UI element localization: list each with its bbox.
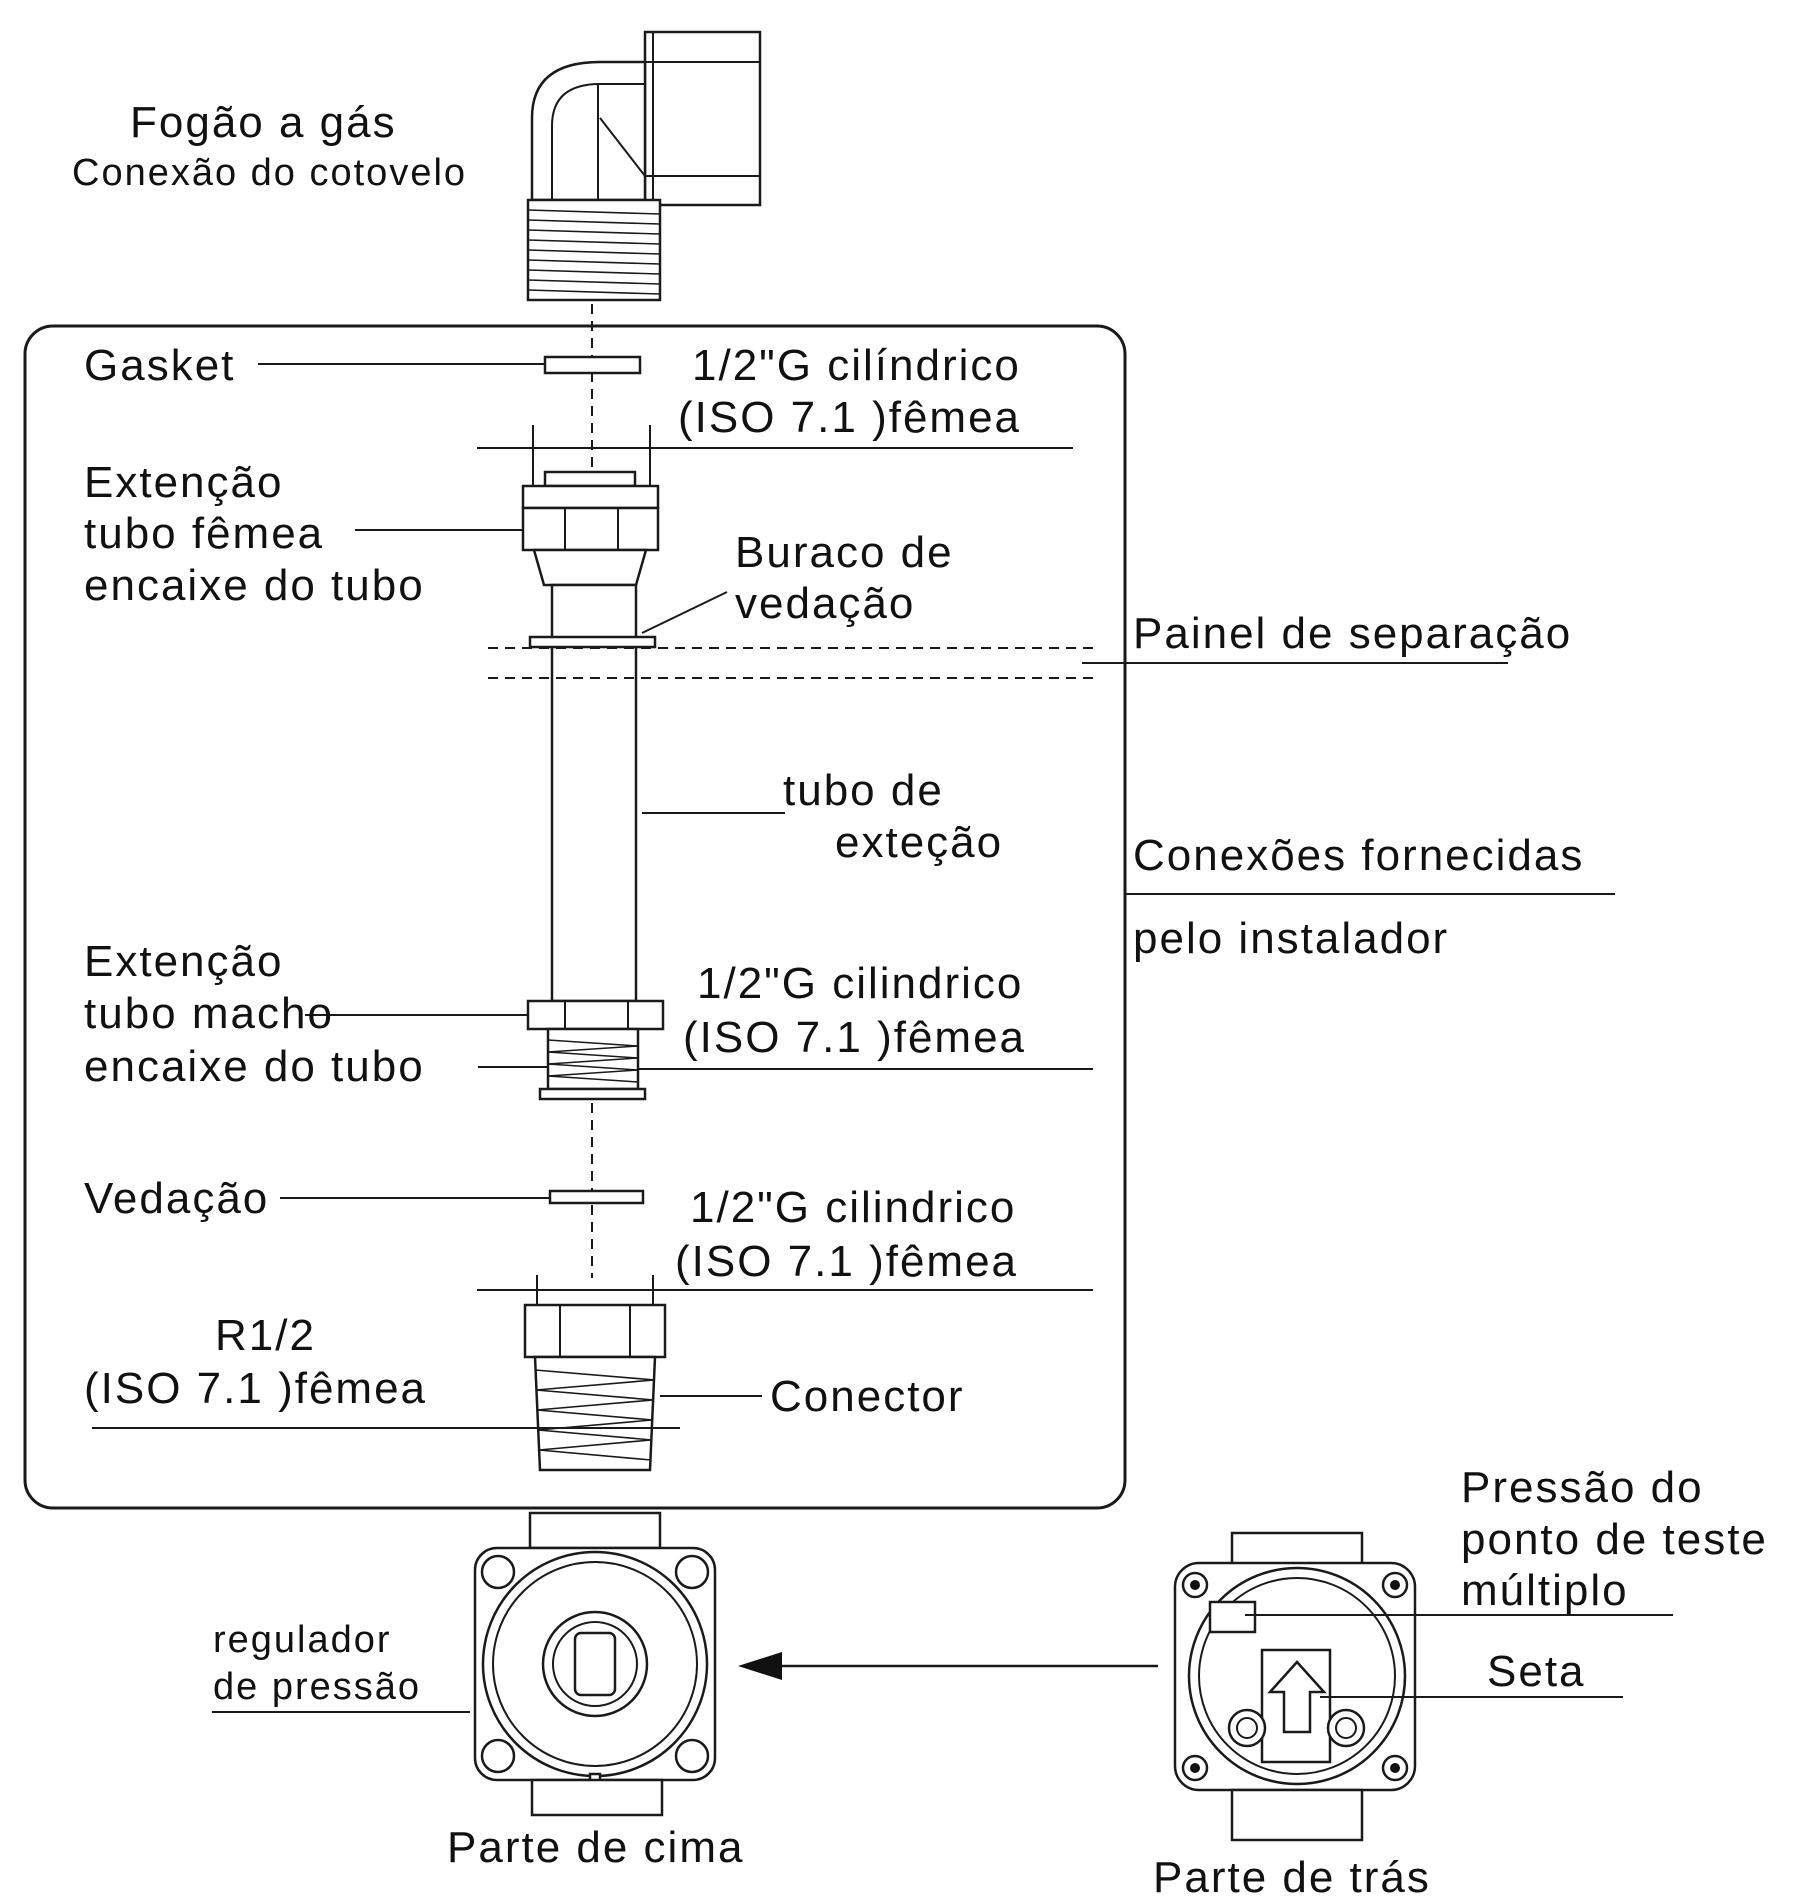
female-fit-label-3: encaixe do tubo [84, 561, 425, 610]
top-view-label: Parte de cima [447, 1823, 744, 1872]
thread-spec-3-line2: (ISO 7.1 )fêmea [675, 1237, 1018, 1286]
male-fit-label-2: tubo macho [84, 989, 334, 1038]
elbow-connection [526, 30, 762, 302]
regulator-top-view [473, 1511, 717, 1817]
seal-hole-label-1: Buraco de [735, 528, 954, 577]
gasket [543, 355, 642, 375]
r12-label-1: R1/2 [215, 1311, 316, 1360]
panel-label: Painel de separação [1133, 609, 1572, 658]
regulator-label-1: regulador [213, 1619, 392, 1661]
supplied-label-2: pelo instalador [1133, 914, 1449, 963]
female-fit-label-2: tubo fêmea [84, 509, 324, 558]
regulator-back-view [1173, 1531, 1417, 1842]
ext-tube-label-2: exteção [835, 818, 1003, 867]
thread-spec-3-line1: 1/2"G cilindrico [690, 1183, 1016, 1232]
thread-spec-1-line1: 1/2"G cilíndrico [692, 341, 1021, 390]
regulator-label-2: de pressão [213, 1666, 421, 1708]
thread-spec-1-line2: (ISO 7.1 )fêmea [678, 393, 1021, 442]
installer-supplied-box [23, 324, 1127, 1510]
connector [523, 1303, 667, 1472]
arrow-up-icon [1267, 1660, 1327, 1734]
seal-hole-label-2: vedação [735, 579, 915, 628]
thread-spec-2-line2: (ISO 7.1 )fêmea [683, 1013, 1026, 1062]
r12-label-2: (ISO 7.1 )fêmea [84, 1364, 427, 1413]
elbow-label: Conexão do cotovelo [72, 152, 467, 194]
test-point-label-3: múltiplo [1461, 1566, 1629, 1615]
seal-label: Vedação [84, 1174, 269, 1223]
female-fit-label-1: Extenção [84, 458, 283, 507]
connector-label: Conector [770, 1372, 965, 1421]
test-point-label-1: Pressão do [1461, 1463, 1704, 1512]
arrow-label: Seta [1487, 1647, 1586, 1696]
male-fit-label-1: Extenção [84, 937, 283, 986]
arrow-left-icon [738, 1652, 1158, 1680]
thread-spec-2-line1: 1/2"G cilindrico [697, 959, 1023, 1008]
male-fit-label-3: encaixe do tubo [84, 1042, 425, 1091]
female-tube-fitting [521, 470, 660, 587]
test-point-label-2: ponto de teste [1461, 1515, 1768, 1564]
extension-tube [528, 583, 657, 1003]
back-view-label: Parte de trás [1153, 1853, 1431, 1897]
seal-hole-leader [641, 591, 728, 634]
ext-tube-label-1: tubo de [783, 766, 944, 815]
male-tube-fitting [526, 999, 665, 1101]
supplied-label-1: Conexões fornecidas [1133, 831, 1584, 880]
gasket-label: Gasket [84, 341, 235, 390]
stove-title: Fogão a gás [130, 98, 397, 147]
seal-washer [548, 1189, 645, 1205]
